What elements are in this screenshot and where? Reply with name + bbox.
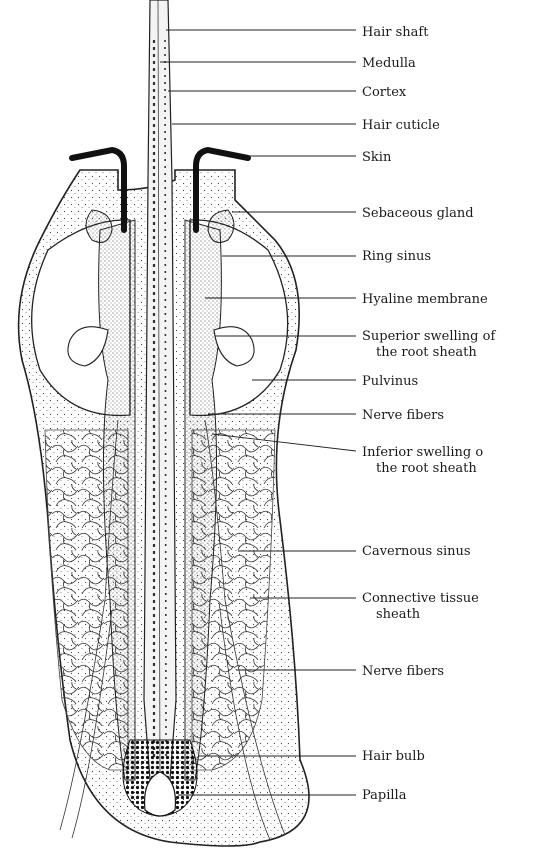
papilla-label: Papilla — [362, 788, 407, 803]
hair-cuticle-label: Hair cuticle — [362, 118, 440, 133]
nerve-fibers-lower-label: Nerve fibers — [362, 664, 444, 679]
pulvinus-label: Pulvinus — [362, 374, 418, 389]
hair-shaft-label: Hair shaft — [362, 25, 429, 40]
medulla-label: Medulla — [362, 56, 416, 71]
ring-sinus-label: Ring sinus — [362, 249, 431, 264]
sebaceous-gland-label: Sebaceous gland — [362, 206, 474, 221]
skin-label: Skin — [362, 150, 392, 165]
hair-shaft-shape — [144, 0, 176, 780]
cavernous-sinus-label: Cavernous sinus — [362, 544, 471, 559]
hair-bulb-label: Hair bulb — [362, 749, 425, 764]
cortex-label: Cortex — [362, 85, 407, 100]
nerve-fibers-upper-label: Nerve fibers — [362, 408, 444, 423]
hyaline-membrane-label: Hyaline membrane — [362, 292, 488, 307]
